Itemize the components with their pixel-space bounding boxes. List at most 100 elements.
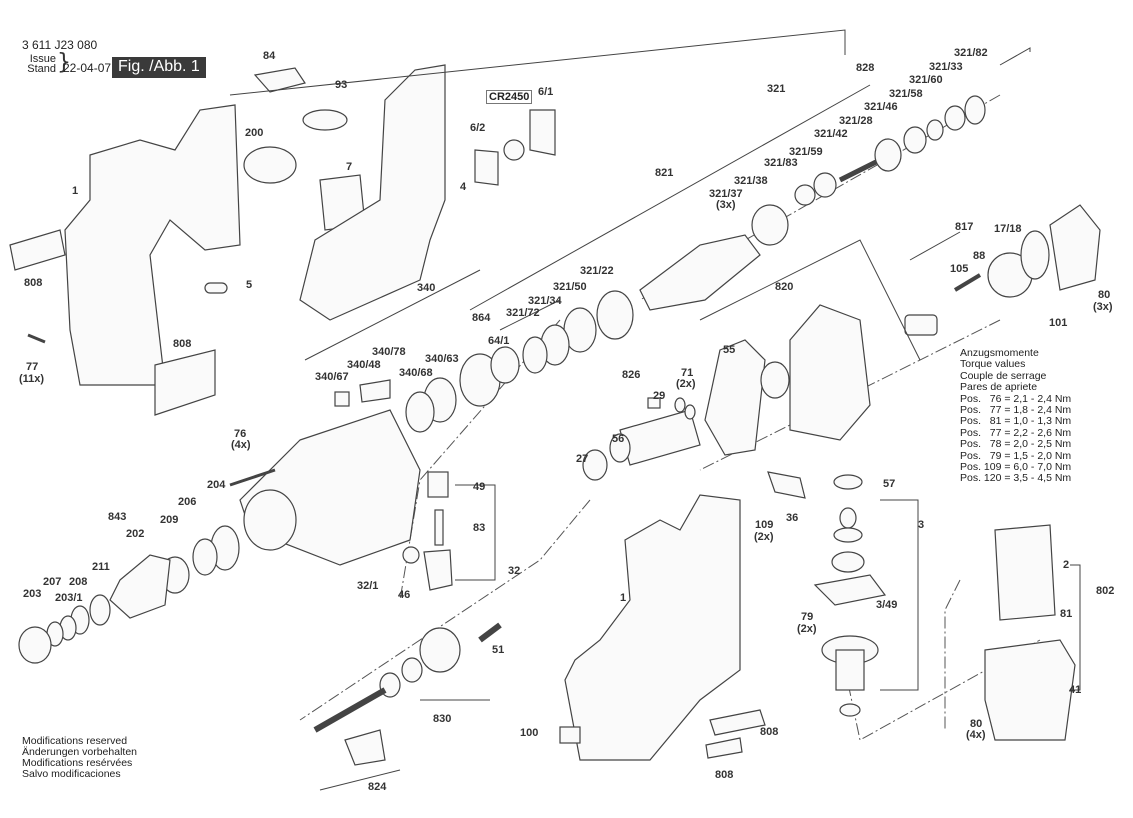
label-4: 4 <box>460 181 467 193</box>
label-321-28: 321/28 <box>839 115 873 127</box>
label-340-67: 340/67 <box>315 371 349 383</box>
oring-71b <box>684 404 696 420</box>
ring-321-72 <box>522 336 548 374</box>
label-76: 76 <box>234 428 246 440</box>
figure-badge: Fig. /Abb. 1 <box>112 57 206 78</box>
part-321-42 <box>813 172 837 198</box>
oring-56 <box>609 433 631 463</box>
label-101: 101 <box>1049 317 1067 329</box>
label-81: 81 <box>1060 608 1072 620</box>
label-340-68: 340/68 <box>399 367 433 379</box>
label-83: 83 <box>473 522 485 534</box>
label-88: 88 <box>973 250 985 262</box>
label-321-22: 321/22 <box>580 265 614 277</box>
housing-front-bore <box>243 489 297 551</box>
label-828: 828 <box>856 62 874 74</box>
bracket-3 <box>880 499 919 691</box>
label-321-72: 321/72 <box>506 307 540 319</box>
lever-93 <box>302 109 348 131</box>
sleeve-202 <box>109 554 171 619</box>
torque-row: Pos. 77 = 2,2 - 2,6 Nm <box>960 426 1072 439</box>
label-211: 211 <box>92 561 110 573</box>
label-32: 32 <box>508 565 520 577</box>
label-109-qty: (2x) <box>754 531 774 543</box>
label-820: 820 <box>775 281 793 293</box>
label-79-qty: (2x) <box>797 623 817 635</box>
bracket-817 <box>909 231 961 261</box>
part-100 <box>559 726 581 744</box>
modifications-es: Salvo modificaciones <box>22 768 121 780</box>
spring-5 <box>204 282 228 294</box>
label-57: 57 <box>883 478 895 490</box>
bracket-828 <box>469 84 871 311</box>
brush-holder-824 <box>344 729 386 766</box>
label-321-38: 321/38 <box>734 175 768 187</box>
torque-row: Pos. 109 = 6,0 - 7,0 Nm <box>960 461 1072 474</box>
label-321-50: 321/50 <box>553 281 587 293</box>
label-80-b-qty: (4x) <box>966 729 986 741</box>
label-105: 105 <box>950 263 968 275</box>
label-3: 3 <box>918 519 924 531</box>
part-321-59 <box>794 184 816 206</box>
label-321-37-qty: (3x) <box>716 199 736 211</box>
label-808-c: 808 <box>760 726 778 738</box>
armature-bearing <box>839 703 861 717</box>
holder-6-1 <box>529 109 556 156</box>
label-204: 204 <box>207 479 226 491</box>
label-27: 27 <box>576 453 588 465</box>
bearing-plate-3 <box>831 551 865 573</box>
label-200: 200 <box>245 127 263 139</box>
parts <box>9 64 1101 766</box>
bracket-824 <box>319 769 401 791</box>
pinion-3 <box>839 507 857 529</box>
circlip-211 <box>89 594 111 626</box>
label-32-1: 32/1 <box>357 580 378 592</box>
plate-3-49 <box>813 574 887 606</box>
label-17-18: 17/18 <box>994 223 1022 235</box>
label-802: 802 <box>1096 585 1114 597</box>
label-93: 93 <box>335 79 347 91</box>
bracket-340 <box>304 269 481 361</box>
label-321-34: 321/34 <box>528 295 563 307</box>
modifications-en: Modifications reserved <box>22 735 128 747</box>
label-207: 207 <box>43 576 61 588</box>
label-821: 821 <box>655 167 673 179</box>
bearing-830 <box>401 657 423 683</box>
axis-line <box>944 579 961 730</box>
part-27 <box>582 449 608 481</box>
bracket-321 <box>229 29 846 96</box>
spindle-821 <box>639 234 761 311</box>
label-77: 77 <box>26 361 38 373</box>
label-64-1: 64/1 <box>488 335 509 347</box>
torque-row: Pos. 120 = 3,5 - 4,5 Nm <box>960 472 1072 485</box>
armature-body <box>835 649 865 691</box>
ring-820 <box>760 361 790 399</box>
issue-stand-label: Issue Stand <box>22 54 56 75</box>
ring-321-33 <box>944 105 966 131</box>
label-321-58: 321/58 <box>889 88 923 100</box>
label-208: 208 <box>69 576 87 588</box>
label-80-b: 80 <box>970 718 982 730</box>
ring-340-68 <box>405 391 435 433</box>
modifications-de: Änderungen vorbehalten <box>22 746 138 758</box>
label-7: 7 <box>346 161 352 173</box>
label-209: 209 <box>160 514 178 526</box>
label-79: 79 <box>801 611 813 623</box>
part-number-labels: 84 93 200 7 4 6/2 6/1 1 808 5 77 (11x) 8… <box>19 47 1114 793</box>
ring-321-58 <box>903 126 927 154</box>
bearing-flange-830 <box>419 627 461 673</box>
oring-32-1 <box>402 546 420 564</box>
bracket-802 <box>1070 564 1081 691</box>
label-6-2: 6/2 <box>470 122 485 134</box>
torque-title-en: Torque values <box>960 358 1026 371</box>
label-1-top: 1 <box>72 185 78 197</box>
shaft-817 <box>904 314 938 336</box>
bearing-3 <box>833 527 863 543</box>
part-321-38 <box>751 204 789 246</box>
bracket-36 <box>767 471 806 499</box>
motor-housing-41 <box>984 639 1076 741</box>
switch-button-84 <box>253 67 306 93</box>
torque-title-de: Anzugsmomente <box>960 347 1039 359</box>
spring-105 <box>953 273 982 292</box>
label-321-37: 321/37 <box>709 188 743 200</box>
